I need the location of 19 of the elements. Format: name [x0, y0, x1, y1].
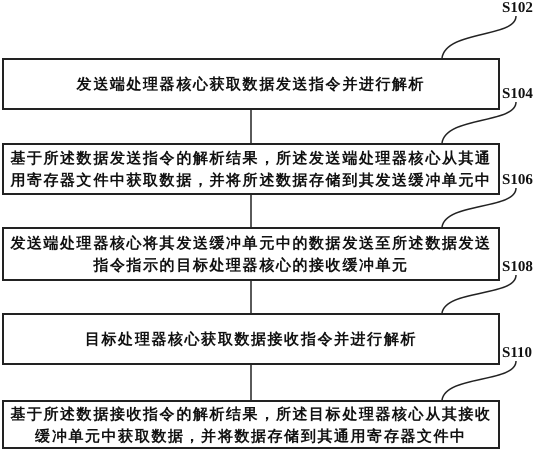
step-label: S106 [502, 172, 535, 188]
process-box: 目标处理器核心获取数据接收指令并进行解析 [2, 313, 500, 365]
leader-line [441, 274, 517, 314]
leader-line [441, 360, 517, 400]
process-box: 基于所述数据发送指令的解析结果，所述发送端处理器核心从其通用寄存器文件中获取数据，并将所述数据存储到其发送缓冲单元中 [2, 143, 500, 195]
connector-line [250, 110, 252, 143]
step-label: S108 [502, 259, 535, 275]
process-box: 发送端处理器核心将其发送缓冲单元中的数据发送至所述数据发送指令指示的目标处理器核心的接收缓冲单元 [2, 227, 500, 281]
step-label: S104 [502, 86, 535, 102]
leader-line [441, 102, 517, 144]
step-label: S110 [502, 345, 535, 361]
leader-line [441, 188, 517, 228]
connector-line [250, 195, 252, 227]
connector-line [250, 365, 252, 400]
leader-line [441, 16, 517, 58]
step-label: S102 [502, 0, 535, 16]
connector-line [250, 281, 252, 313]
process-box: 基于所述数据接收指令的解析结果，所述目标处理器核心从其接收缓冲单元中获取数据，并将数据存储到其通用寄存器文件中 [2, 400, 500, 449]
process-box: 发送端处理器核心获取数据发送指令并进行解析 [2, 58, 500, 110]
